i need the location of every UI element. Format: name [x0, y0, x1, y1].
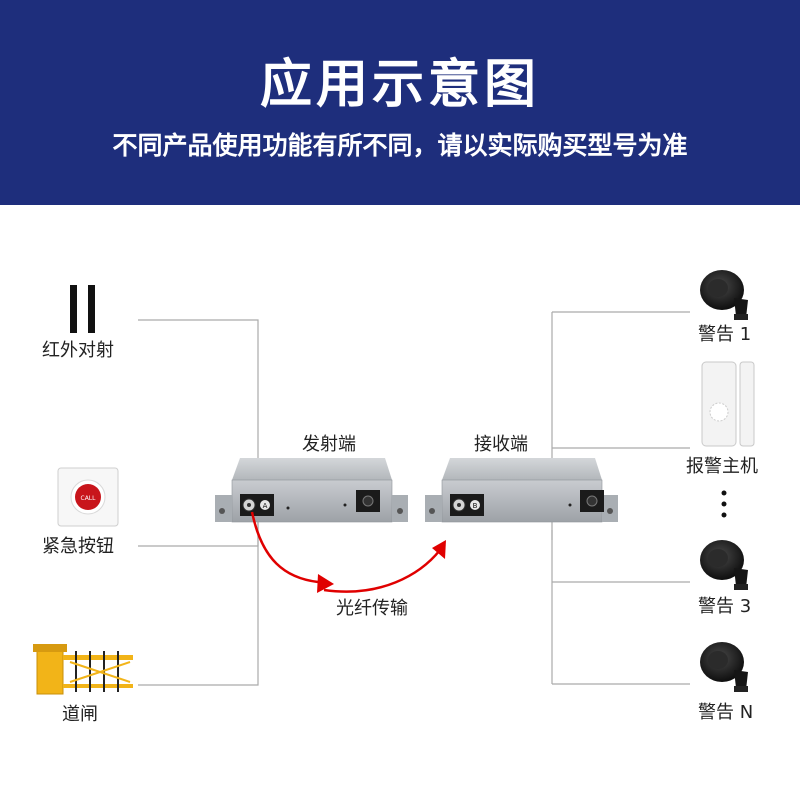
- alarm-host-icon: [702, 362, 754, 446]
- input-label-barrier-gate: 道闸: [62, 704, 98, 726]
- input-line-button: [138, 520, 258, 546]
- transmitter-port-letter: A: [263, 502, 268, 510]
- infrared-beam-icon: [70, 285, 95, 333]
- output-label-siren-1: 警告 1: [698, 324, 751, 346]
- call-text: CALL: [81, 495, 97, 502]
- ellipsis-dots: [722, 491, 727, 518]
- receiver-label: 接收端: [474, 434, 528, 456]
- input-label-infrared: 红外对射: [42, 340, 114, 362]
- receiver-port-letter: B: [473, 502, 478, 510]
- transmitter-label: 发射端: [302, 434, 356, 456]
- output-label-alarm-host: 报警主机: [686, 456, 758, 478]
- input-line-gate: [138, 520, 258, 685]
- output-label-siren-n: 警告 N: [698, 702, 753, 724]
- siren-horn-icon: [700, 270, 748, 320]
- fiber-link-arrow: [252, 512, 440, 592]
- receiver-device: B: [425, 458, 618, 522]
- siren-horn-icon: [700, 540, 748, 590]
- emergency-button-icon: CALL: [58, 468, 118, 526]
- input-label-emergency-button: 紧急按钮: [42, 536, 114, 558]
- output-label-siren-3: 警告 3: [698, 596, 751, 618]
- barrier-gate-icon: [33, 644, 133, 694]
- siren-horn-icon: [700, 642, 748, 692]
- transmitter-device: A: [215, 458, 408, 522]
- fiber-link-label: 光纤传输: [336, 598, 408, 620]
- input-line-infrared: [138, 320, 258, 462]
